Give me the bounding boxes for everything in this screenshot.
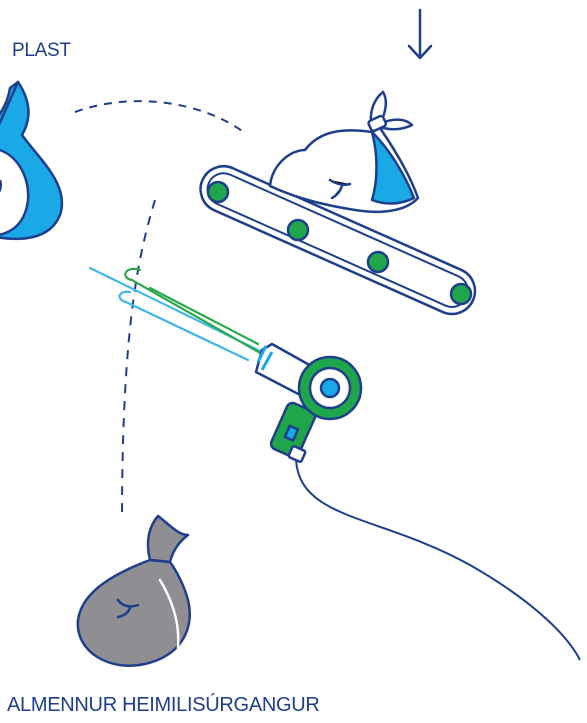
trajectory-dashed-side xyxy=(122,200,155,520)
garbage-bag-icon xyxy=(78,516,190,666)
plastic-bag-left-icon xyxy=(0,82,62,239)
air-blower-icon xyxy=(256,344,580,660)
trajectory-dashed-top xyxy=(75,101,245,133)
plastic-bag-conveyor-icon xyxy=(270,92,418,212)
wind-icon xyxy=(90,268,262,360)
down-arrow-icon xyxy=(409,10,431,58)
